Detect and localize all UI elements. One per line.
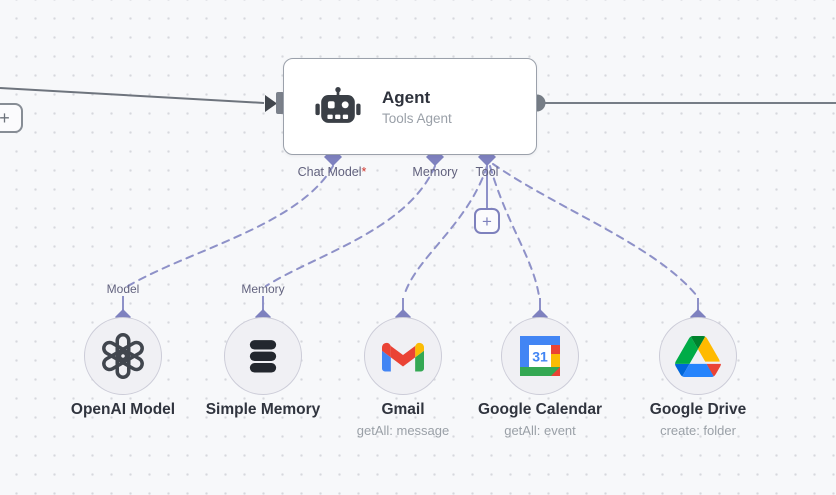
- edge-memory: [265, 165, 436, 287]
- edge-tool-drive: [492, 163, 698, 297]
- google-drive-node[interactable]: [659, 317, 737, 395]
- google-drive-icon: [675, 335, 721, 377]
- simple-memory-node[interactable]: [224, 317, 302, 395]
- google-calendar-operation: getAll: event: [504, 423, 576, 438]
- gmail-node[interactable]: [364, 317, 442, 395]
- google-drive-label: Google Drive: [649, 401, 747, 418]
- edge-incoming: [0, 87, 265, 104]
- google-calendar-icon: 31: [520, 336, 560, 376]
- agent-node[interactable]: Agent Tools Agent: [283, 58, 537, 155]
- robot-icon: [315, 87, 361, 123]
- add-tool-button[interactable]: +: [474, 208, 500, 234]
- openai-model-label: OpenAI Model: [70, 401, 176, 418]
- calendar-day-text: 31: [532, 349, 548, 365]
- openai-icon: [102, 333, 144, 379]
- agent-input-arrow-icon[interactable]: [265, 95, 277, 112]
- model-port-label: Model: [106, 282, 140, 296]
- gmail-label: Gmail: [381, 401, 425, 418]
- edge-chat-model: [127, 165, 334, 287]
- google-calendar-node[interactable]: 31: [501, 317, 579, 395]
- database-icon: [249, 340, 277, 373]
- google-drive-operation: create: folder: [660, 423, 736, 438]
- chat-model-port-label: Chat Model*: [297, 165, 367, 179]
- google-calendar-label: Google Calendar: [477, 401, 603, 418]
- memory-port-label: Memory: [412, 165, 458, 179]
- gmail-operation: getAll: message: [356, 423, 450, 438]
- simple-memory-label: Simple Memory: [205, 401, 321, 418]
- required-marker: *: [361, 165, 367, 179]
- edge-add-node-button[interactable]: +: [0, 103, 23, 133]
- openai-model-node[interactable]: [84, 317, 162, 395]
- agent-subtitle: Tools Agent: [382, 111, 452, 127]
- tool-port-label: Tool: [475, 165, 499, 179]
- gmail-icon: [382, 342, 424, 372]
- memory-mini-port-label: Memory: [241, 282, 285, 296]
- agent-title: Agent: [382, 87, 431, 107]
